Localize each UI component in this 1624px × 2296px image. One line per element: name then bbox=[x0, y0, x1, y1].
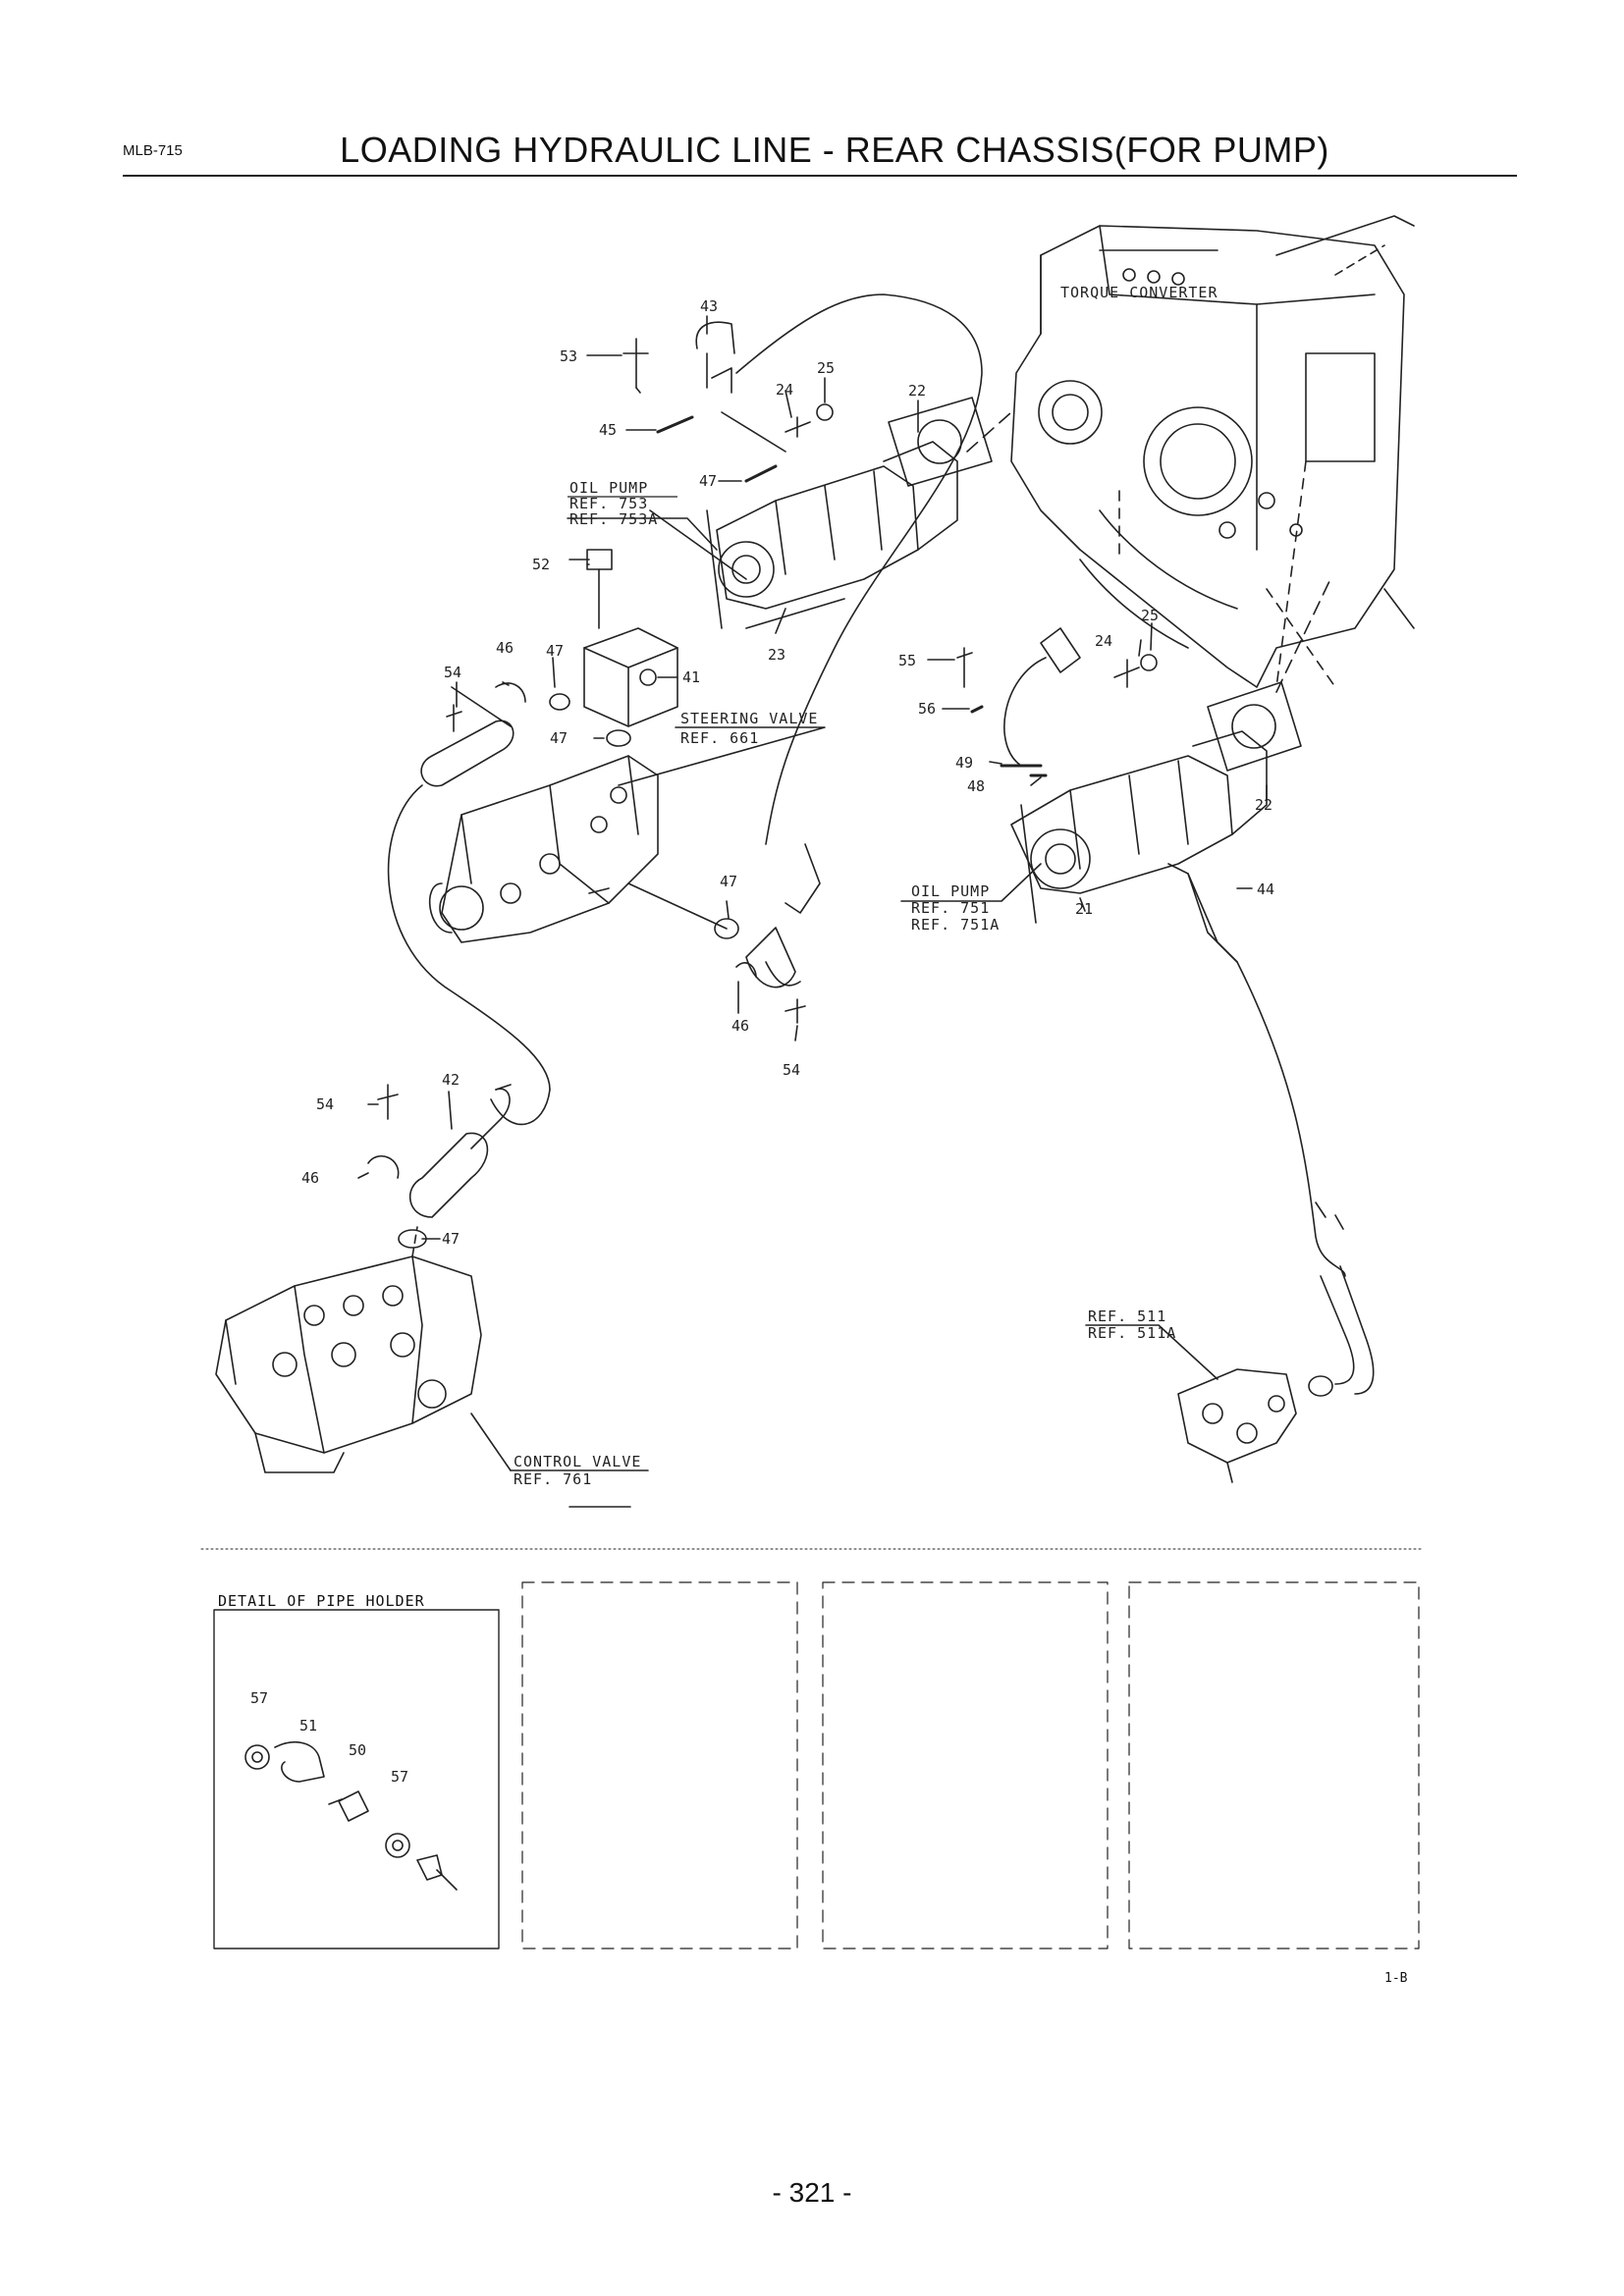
part-number: 54 bbox=[316, 1095, 334, 1113]
part-number: 46 bbox=[731, 1017, 749, 1035]
hose-lower-steering bbox=[627, 843, 821, 988]
control-valve bbox=[215, 1226, 482, 1473]
steering-valve-ref: REF. 661 bbox=[680, 729, 759, 747]
part-number: 23 bbox=[768, 646, 785, 664]
oil-pump-top-ref1: REF. 753 bbox=[569, 495, 648, 512]
oil-pump-mid-label: OIL PUMP bbox=[911, 882, 990, 900]
page-number: - 321 - bbox=[772, 2177, 852, 2208]
part-number: 52 bbox=[532, 556, 550, 573]
oil-pump-top-ref2: REF. 753A bbox=[569, 510, 658, 528]
control-valve-ref: REF. 761 bbox=[514, 1470, 592, 1488]
part-number: 55 bbox=[898, 652, 916, 669]
part-number: 21 bbox=[1075, 900, 1093, 918]
part-number: 54 bbox=[783, 1061, 800, 1079]
part-number: 47 bbox=[699, 472, 717, 490]
part-number: 51 bbox=[299, 1717, 317, 1735]
part-number: 47 bbox=[720, 873, 737, 890]
page-title: LOADING HYDRAULIC LINE - REAR CHASSIS(FO… bbox=[340, 130, 1329, 170]
part-number: 49 bbox=[955, 754, 973, 772]
oil-pump-top-label: OIL PUMP bbox=[569, 479, 648, 497]
control-valve-label: CONTROL VALVE bbox=[514, 1453, 641, 1470]
part-number: 47 bbox=[546, 642, 564, 660]
part-number: 22 bbox=[1255, 796, 1272, 814]
oil-pump-mid-ref1: REF. 751 bbox=[911, 899, 990, 917]
steering-valve bbox=[428, 755, 659, 943]
part-number: 43 bbox=[700, 297, 718, 315]
part-number: 54 bbox=[444, 664, 461, 681]
part-number: 25 bbox=[817, 359, 835, 377]
torque-converter-label: TORQUE CONVERTER bbox=[1060, 284, 1218, 301]
part-number: 57 bbox=[391, 1768, 408, 1786]
oil-pump-top bbox=[706, 397, 993, 629]
part-number: 47 bbox=[550, 729, 568, 747]
part-number: 53 bbox=[560, 347, 577, 365]
torque-converter-housing bbox=[1010, 215, 1415, 688]
sheet-id: 1-B bbox=[1384, 1971, 1408, 1986]
part-number: 41 bbox=[682, 668, 700, 686]
title-rule bbox=[123, 175, 1517, 177]
oil-pump-mid-ref2: REF. 751A bbox=[911, 916, 1000, 934]
part-number: 45 bbox=[599, 421, 617, 439]
part-number: 57 bbox=[250, 1689, 268, 1707]
part-number: 46 bbox=[301, 1169, 319, 1187]
part-number: 46 bbox=[496, 639, 514, 657]
block-41 bbox=[583, 549, 678, 727]
ref-511-label: REF. 511 bbox=[1088, 1308, 1166, 1325]
part-number: 56 bbox=[918, 700, 936, 718]
part-number: 48 bbox=[967, 777, 985, 795]
part-number: 22 bbox=[908, 382, 926, 400]
hose-left bbox=[387, 686, 551, 1126]
pipe-43 bbox=[695, 294, 983, 845]
part-number: 44 bbox=[1257, 881, 1274, 898]
pipe-42 bbox=[408, 1084, 512, 1218]
ref-511-fitting bbox=[1177, 1368, 1333, 1483]
hose-44 bbox=[1167, 863, 1375, 1395]
ref-511a-label: REF. 511A bbox=[1088, 1324, 1176, 1342]
detail-title: DETAIL OF PIPE HOLDER bbox=[218, 1592, 425, 1610]
part-number: 24 bbox=[1095, 632, 1112, 650]
part-number: 42 bbox=[442, 1071, 460, 1089]
doc-code: MLB-715 bbox=[123, 142, 183, 159]
part-number: 24 bbox=[776, 381, 793, 399]
part-number: 50 bbox=[349, 1741, 366, 1759]
steering-valve-label: STEERING VALVE bbox=[680, 710, 818, 727]
part-number: 25 bbox=[1141, 607, 1159, 624]
part-number: 47 bbox=[442, 1230, 460, 1248]
oil-pump-middle bbox=[1010, 681, 1302, 924]
